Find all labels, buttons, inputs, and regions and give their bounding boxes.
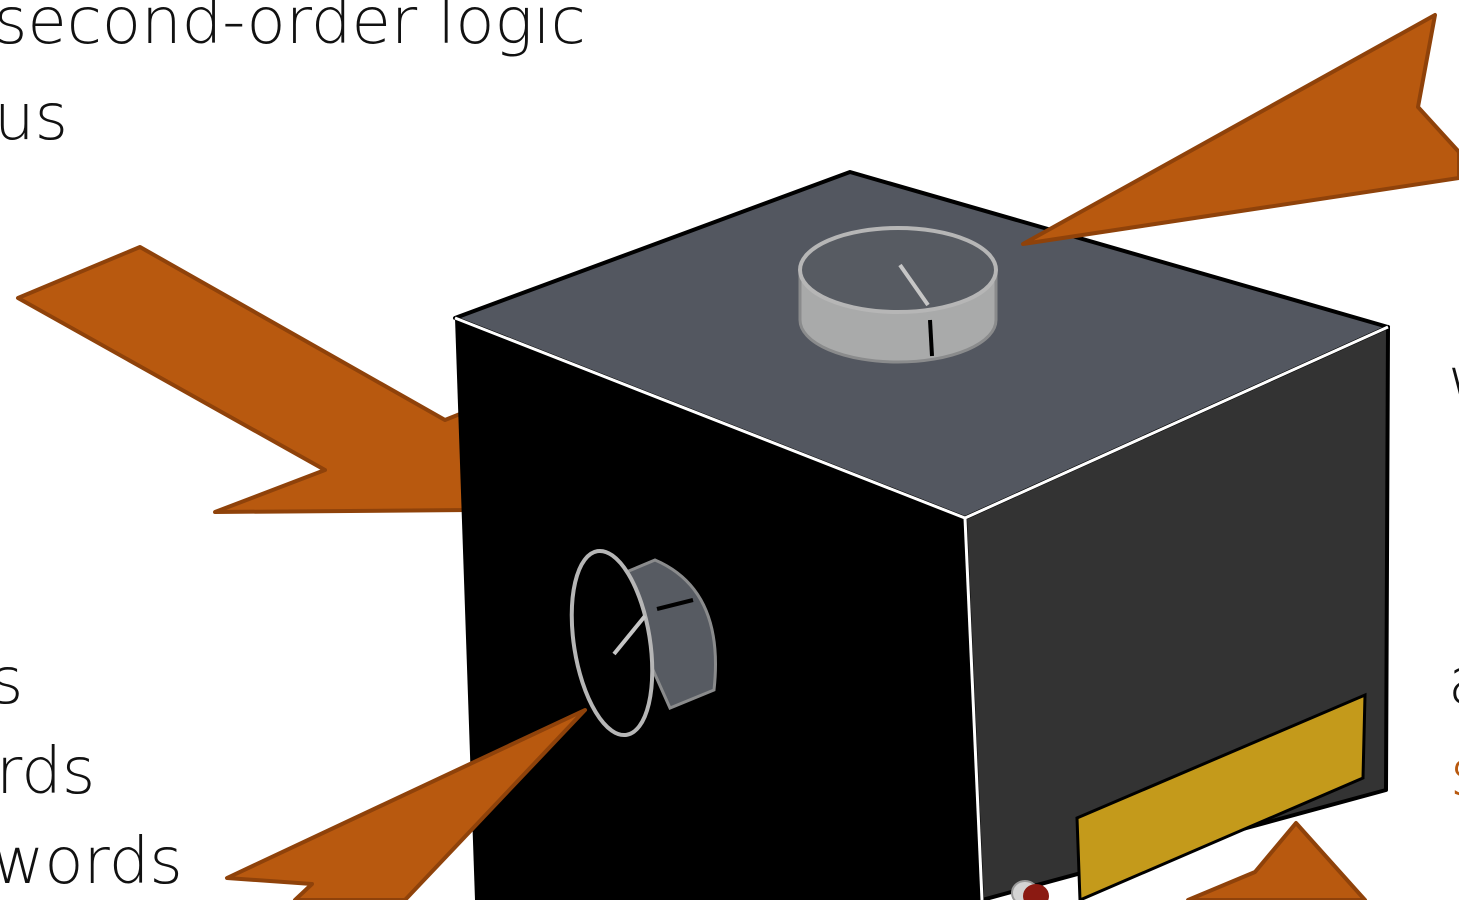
input-arrow-left xyxy=(16,245,472,514)
left-text-line-2: us xyxy=(0,81,68,155)
arrow-to-gauge-panel xyxy=(1186,821,1367,900)
box-front-face xyxy=(455,318,982,900)
right-text-line-1: w xyxy=(1448,350,1459,414)
right-text-line-4: a xyxy=(1448,650,1459,714)
arrow-to-front-dial xyxy=(225,708,587,900)
left-text-line-1: second-order logic xyxy=(0,0,586,59)
right-text-line-3: r xyxy=(1452,548,1459,612)
right-text-line-2: l xyxy=(1452,440,1459,504)
gauge-panel xyxy=(1075,692,1367,900)
left-text-line-4: rds xyxy=(0,735,96,809)
front-dial[interactable] xyxy=(560,545,717,741)
box-edge-vertical xyxy=(963,517,984,900)
left-text-line-3: s xyxy=(0,645,24,719)
output-arrow-top-right xyxy=(1021,13,1459,246)
led-indicator xyxy=(1011,880,1049,900)
left-text-line-5: words xyxy=(0,825,183,899)
right-text-line-5: s xyxy=(1450,742,1459,806)
top-dial[interactable] xyxy=(798,226,998,364)
